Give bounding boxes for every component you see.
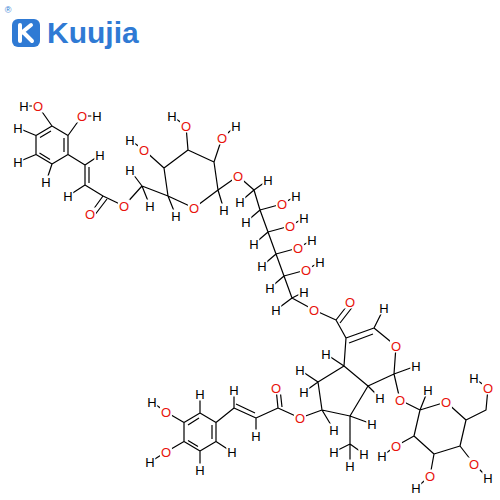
oxygen-label: O (468, 458, 480, 471)
hydrogen-label: H (262, 174, 273, 187)
hydrogen-label: H (226, 446, 237, 459)
hydrogen-label: H (298, 386, 309, 399)
hydrogen-label: H (91, 110, 102, 123)
oxygen-label: O (270, 382, 282, 395)
hydrogen-label: H (376, 450, 387, 463)
oxygen-label: O (294, 412, 306, 425)
hydrogen-label: H (320, 348, 331, 361)
hydrogen-label: H (234, 196, 245, 209)
oxygen-label: O (160, 406, 172, 419)
oxygen-label: O (284, 220, 296, 233)
oxygen-label: O (76, 110, 88, 123)
oxygen-label: O (276, 198, 288, 211)
hydrogen-label: H (144, 456, 155, 469)
registered-mark: ® (4, 6, 13, 15)
hydrogen-label: H (264, 282, 275, 295)
oxygen-label: O (84, 208, 96, 221)
hydrogen-label: H (298, 212, 309, 225)
hydrogen-label: H (166, 110, 177, 123)
hydrogen-label: H (124, 134, 135, 147)
oxygen-label: O (180, 120, 192, 133)
hydrogen-label: H (12, 122, 23, 135)
hydrogen-label: H (228, 384, 239, 397)
hydrogen-label: H (124, 164, 135, 177)
hydrogen-label: H (18, 100, 29, 113)
bond-lines (18, 106, 488, 488)
hydrogen-label: H (410, 360, 421, 373)
hydrogen-label: H (94, 149, 105, 162)
hydrogen-label: H (378, 302, 389, 315)
oxygen-label: O (118, 200, 130, 213)
hydrogen-label: H (230, 120, 241, 133)
hydrogen-label: H (314, 256, 325, 269)
hydrogen-label: H (170, 210, 181, 223)
hydrogen-label: H (240, 216, 251, 229)
hydrogen-label: H (410, 482, 421, 495)
hydrogen-label: H (40, 176, 51, 189)
hydrogen-label: H (250, 430, 261, 443)
oxygen-label: O (424, 470, 436, 483)
hydrogen-label: H (194, 388, 205, 401)
hydrogen-label: H (248, 238, 259, 251)
hydrogen-label: H (374, 392, 385, 405)
hydrogen-label: H (328, 424, 339, 437)
oxygen-label: O (482, 382, 494, 395)
hydrogen-label: H (146, 396, 157, 409)
hydrogen-label: H (62, 190, 73, 203)
hydrogen-label: H (290, 190, 301, 203)
logo-icon (12, 19, 40, 47)
hydrogen-label: H (194, 464, 205, 477)
oxygen-label: O (394, 394, 406, 407)
logo-text: Kuujia (46, 18, 140, 48)
hydrogen-label: H (422, 384, 433, 397)
oxygen-label: O (232, 170, 244, 183)
logo-mark (20, 25, 32, 41)
hydrogen-label: H (294, 364, 305, 377)
hydrogen-label: H (482, 472, 493, 485)
hydrogen-label: H (256, 260, 267, 273)
hydrogen-label: H (358, 448, 369, 461)
oxygen-label: O (344, 296, 356, 309)
oxygen-label: O (160, 446, 172, 459)
logo-square (12, 19, 40, 47)
oxygen-label: O (138, 144, 150, 157)
oxygen-label: O (300, 264, 312, 277)
oxygen-label: O (188, 202, 200, 215)
hydrogen-label: H (298, 286, 309, 299)
hydrogen-label: H (468, 372, 479, 385)
oxygen-label: O (390, 340, 402, 353)
oxygen-label: O (308, 304, 320, 317)
hydrogen-label: H (366, 418, 377, 431)
hydrogen-label: H (344, 460, 355, 473)
hydrogen-label: H (306, 234, 317, 247)
hydrogen-label: H (144, 200, 155, 213)
hydrogen-label: H (12, 156, 23, 169)
oxygen-label: O (216, 132, 228, 145)
oxygen-label: O (32, 100, 44, 113)
hydrogen-label: H (270, 304, 281, 317)
oxygen-label: O (440, 396, 452, 409)
hydrogen-label: H (218, 204, 229, 217)
hydrogen-label: H (328, 446, 339, 459)
oxygen-label: O (390, 440, 402, 453)
oxygen-label: O (292, 242, 304, 255)
